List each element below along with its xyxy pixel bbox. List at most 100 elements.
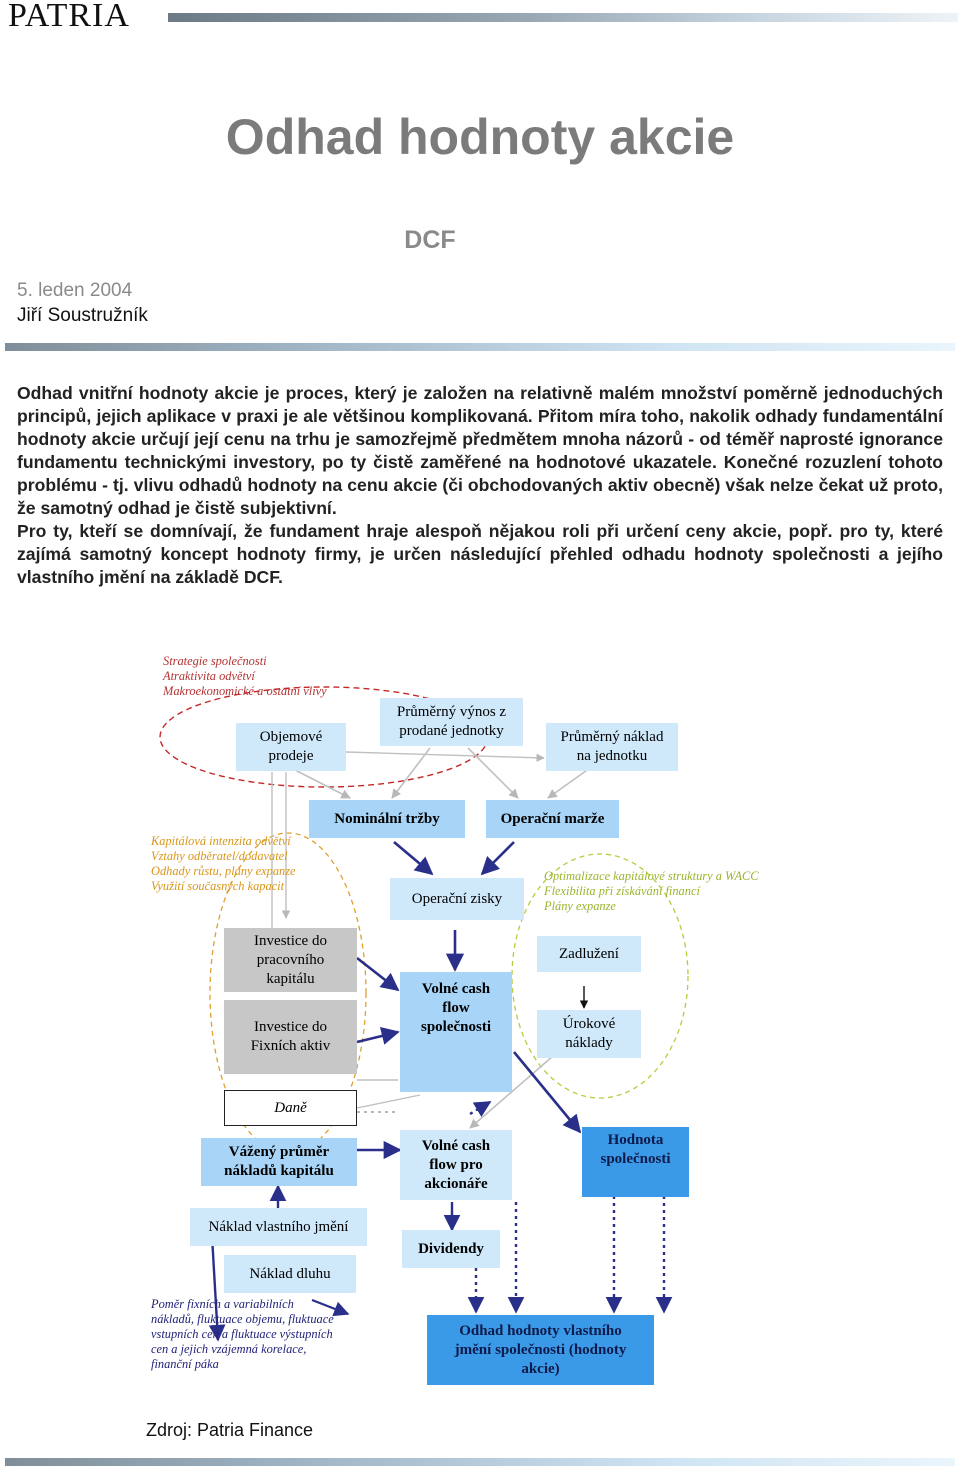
box-label: kapitálu	[266, 970, 315, 987]
box-label: flow	[442, 1000, 470, 1016]
box-label: Náklad vlastního jmění	[208, 1218, 349, 1235]
box-working-capital: Investice do pracovního kapitálu	[224, 928, 357, 992]
box-avg-cost: Průměrný náklad na jednotku	[546, 723, 678, 771]
arrow-volume-to-sales	[294, 769, 351, 799]
patria-logo: PATRIA	[8, 0, 958, 34]
market-note-line: Strategie společnosti	[163, 654, 267, 668]
box-debt: Zadlužení	[537, 936, 641, 972]
box-label: Nominální tržby	[334, 810, 440, 827]
capital-note-line: Vztahy odběratel/dodavatel	[151, 849, 288, 863]
dcf-diagram: Strategie společnosti Atraktivita odvětv…	[0, 640, 960, 1400]
box-label: nákladů kapitálu	[224, 1163, 334, 1179]
box-label: Operační zisky	[411, 890, 503, 907]
risk-note-line: nákladů, fluktuace objemu, fluktuace	[151, 1312, 334, 1326]
arrow-fa-to-fcf	[356, 1027, 400, 1045]
box-cost-of-equity: Náklad vlastního jmění	[190, 1208, 367, 1246]
intro-paragraph-2: Pro ty, kteří se domnívají, že fundament…	[17, 521, 943, 587]
box-label: akcie)	[521, 1360, 560, 1377]
box-label: Průměrný výnos z	[396, 704, 507, 720]
box-nominal-sales: Nominální tržby	[309, 800, 465, 838]
box-label: Náklad dluhu	[249, 1265, 331, 1282]
box-cost-of-debt: Náklad dluhu	[224, 1255, 356, 1293]
box-label: Volné cash	[421, 1137, 491, 1154]
box-interest: Úrokové náklady	[537, 1010, 641, 1058]
box-label: Dividendy	[418, 1240, 484, 1257]
market-notes: Strategie společnosti Atraktivita odvětv…	[163, 654, 363, 699]
page-title: Odhad hodnoty akcie	[225, 109, 735, 165]
box-label: akcionáře	[424, 1175, 488, 1192]
market-note-line: Atraktivita odvětví	[163, 669, 255, 683]
box-free-cash-flow: Volné cash flow společnosti	[400, 972, 512, 1092]
page-subtitle: DCF	[404, 226, 456, 254]
box-label: prodané jednotky	[399, 723, 504, 739]
box-label: na jednotku	[576, 748, 648, 764]
risk-note-line: vstupních cen a fluktuace výstupních	[151, 1327, 333, 1341]
arrow-wc-to-fcf	[356, 956, 400, 992]
financing-notes: Optimalizace kapitálové struktury a WACC…	[544, 869, 804, 914]
arrow-taxes-to-fcf	[356, 1094, 421, 1109]
box-label: Hodnota	[607, 1132, 664, 1148]
box-label: Objemové	[259, 729, 323, 745]
author-name: Jiří Soustružník	[17, 305, 148, 326]
separator-bar	[5, 343, 955, 351]
box-label: společnosti	[420, 1019, 491, 1035]
arrow-costeq-to-ellipse	[208, 1235, 226, 1342]
financing-note-line: Plány expanze	[544, 899, 616, 913]
box-label: flow pro	[429, 1156, 483, 1173]
source-note: Zdroj: Patria Finance	[146, 1420, 314, 1440]
risk-notes: Poměr fixních a variabilních nákladů, fl…	[151, 1297, 371, 1372]
arrow-revenue-to-sales	[391, 747, 431, 799]
box-label: Investice do	[254, 932, 327, 949]
box-label: Úrokové	[562, 1016, 616, 1032]
capital-notes: Kapitálová intenzita odvětví Vztahy odbě…	[151, 834, 351, 894]
footer-bar	[5, 1458, 955, 1466]
risk-note-line: cen a jejich vzájemná korelace,	[151, 1342, 307, 1356]
box-label: Volné cash	[421, 981, 491, 997]
logo-text: PATRIA	[8, 0, 130, 34]
box-label: Daně	[274, 1099, 307, 1116]
box-label: Zadlužení	[559, 945, 619, 962]
box-volume-sales: Objemové prodeje	[236, 723, 346, 771]
box-label: Fixních aktiv	[250, 1038, 331, 1054]
box-fcfe: Volné cash flow pro akcionáře	[400, 1130, 512, 1200]
box-label: Průměrný náklad	[560, 729, 664, 745]
box-firm-value: Hodnota společnosti	[582, 1127, 689, 1197]
logo-bar	[168, 13, 958, 22]
box-label: Investice do	[254, 1019, 327, 1035]
box-operating-profit: Operační zisky	[390, 878, 524, 920]
arrow-fcf-to-value	[512, 1051, 582, 1134]
box-wacc: Vážený průměr nákladů kapitálu	[201, 1138, 357, 1186]
capital-note-line: Kapitálová intenzita odvětví	[151, 834, 291, 848]
box-fixed-assets: Investice do Fixních aktiv	[224, 1000, 357, 1074]
dotted-fcf-to-fcfe	[469, 1100, 492, 1117]
financing-ellipse	[511, 853, 689, 1099]
box-label: náklady	[565, 1035, 613, 1051]
box-dividends: Dividendy	[402, 1230, 500, 1268]
intro-text: Odhad vnitřní hodnoty akcie je proces, k…	[17, 382, 943, 589]
financing-note-line: Optimalizace kapitálové struktury a WACC	[544, 869, 759, 883]
risk-note-line: finanční páka	[151, 1357, 219, 1371]
financing-note-line: Flexibilita při získávání financí	[544, 884, 700, 898]
arrow-volume-cost-link	[345, 751, 545, 762]
box-label: Operační marže	[500, 810, 605, 827]
box-equity-value: Odhad hodnoty vlastního jmění společnost…	[427, 1315, 654, 1385]
box-operating-margin: Operační marže	[486, 800, 619, 838]
box-label: jmění společnosti (hodnoty	[454, 1341, 627, 1358]
box-label: společnosti	[600, 1151, 671, 1167]
publish-date: 5. leden 2004	[17, 280, 133, 301]
capital-note-line: Využití současných kapacit	[151, 879, 285, 893]
arrow-sales-to-profit	[393, 841, 434, 876]
capital-note-line: Odhady růstu, plány expanze	[151, 864, 296, 878]
arrow-cost-to-margin	[547, 767, 591, 799]
box-label: Odhad hodnoty vlastního	[459, 1322, 622, 1339]
box-taxes: Daně	[224, 1090, 357, 1126]
box-avg-revenue: Průměrný výnos z prodané jednotky	[380, 698, 523, 746]
risk-note-line: Poměr fixních a variabilních	[151, 1297, 294, 1311]
intro-paragraph-1: Odhad vnitřní hodnoty akcie je proces, k…	[17, 383, 943, 518]
box-label: prodeje	[268, 748, 314, 764]
arrow-margin-to-profit	[480, 841, 515, 876]
box-label: Vážený průměr	[228, 1144, 330, 1160]
market-note-line: Makroekonomické a ostatní vlivy	[163, 684, 327, 698]
arrow-equity-up	[311, 1298, 350, 1317]
box-label: pracovního	[256, 951, 325, 968]
